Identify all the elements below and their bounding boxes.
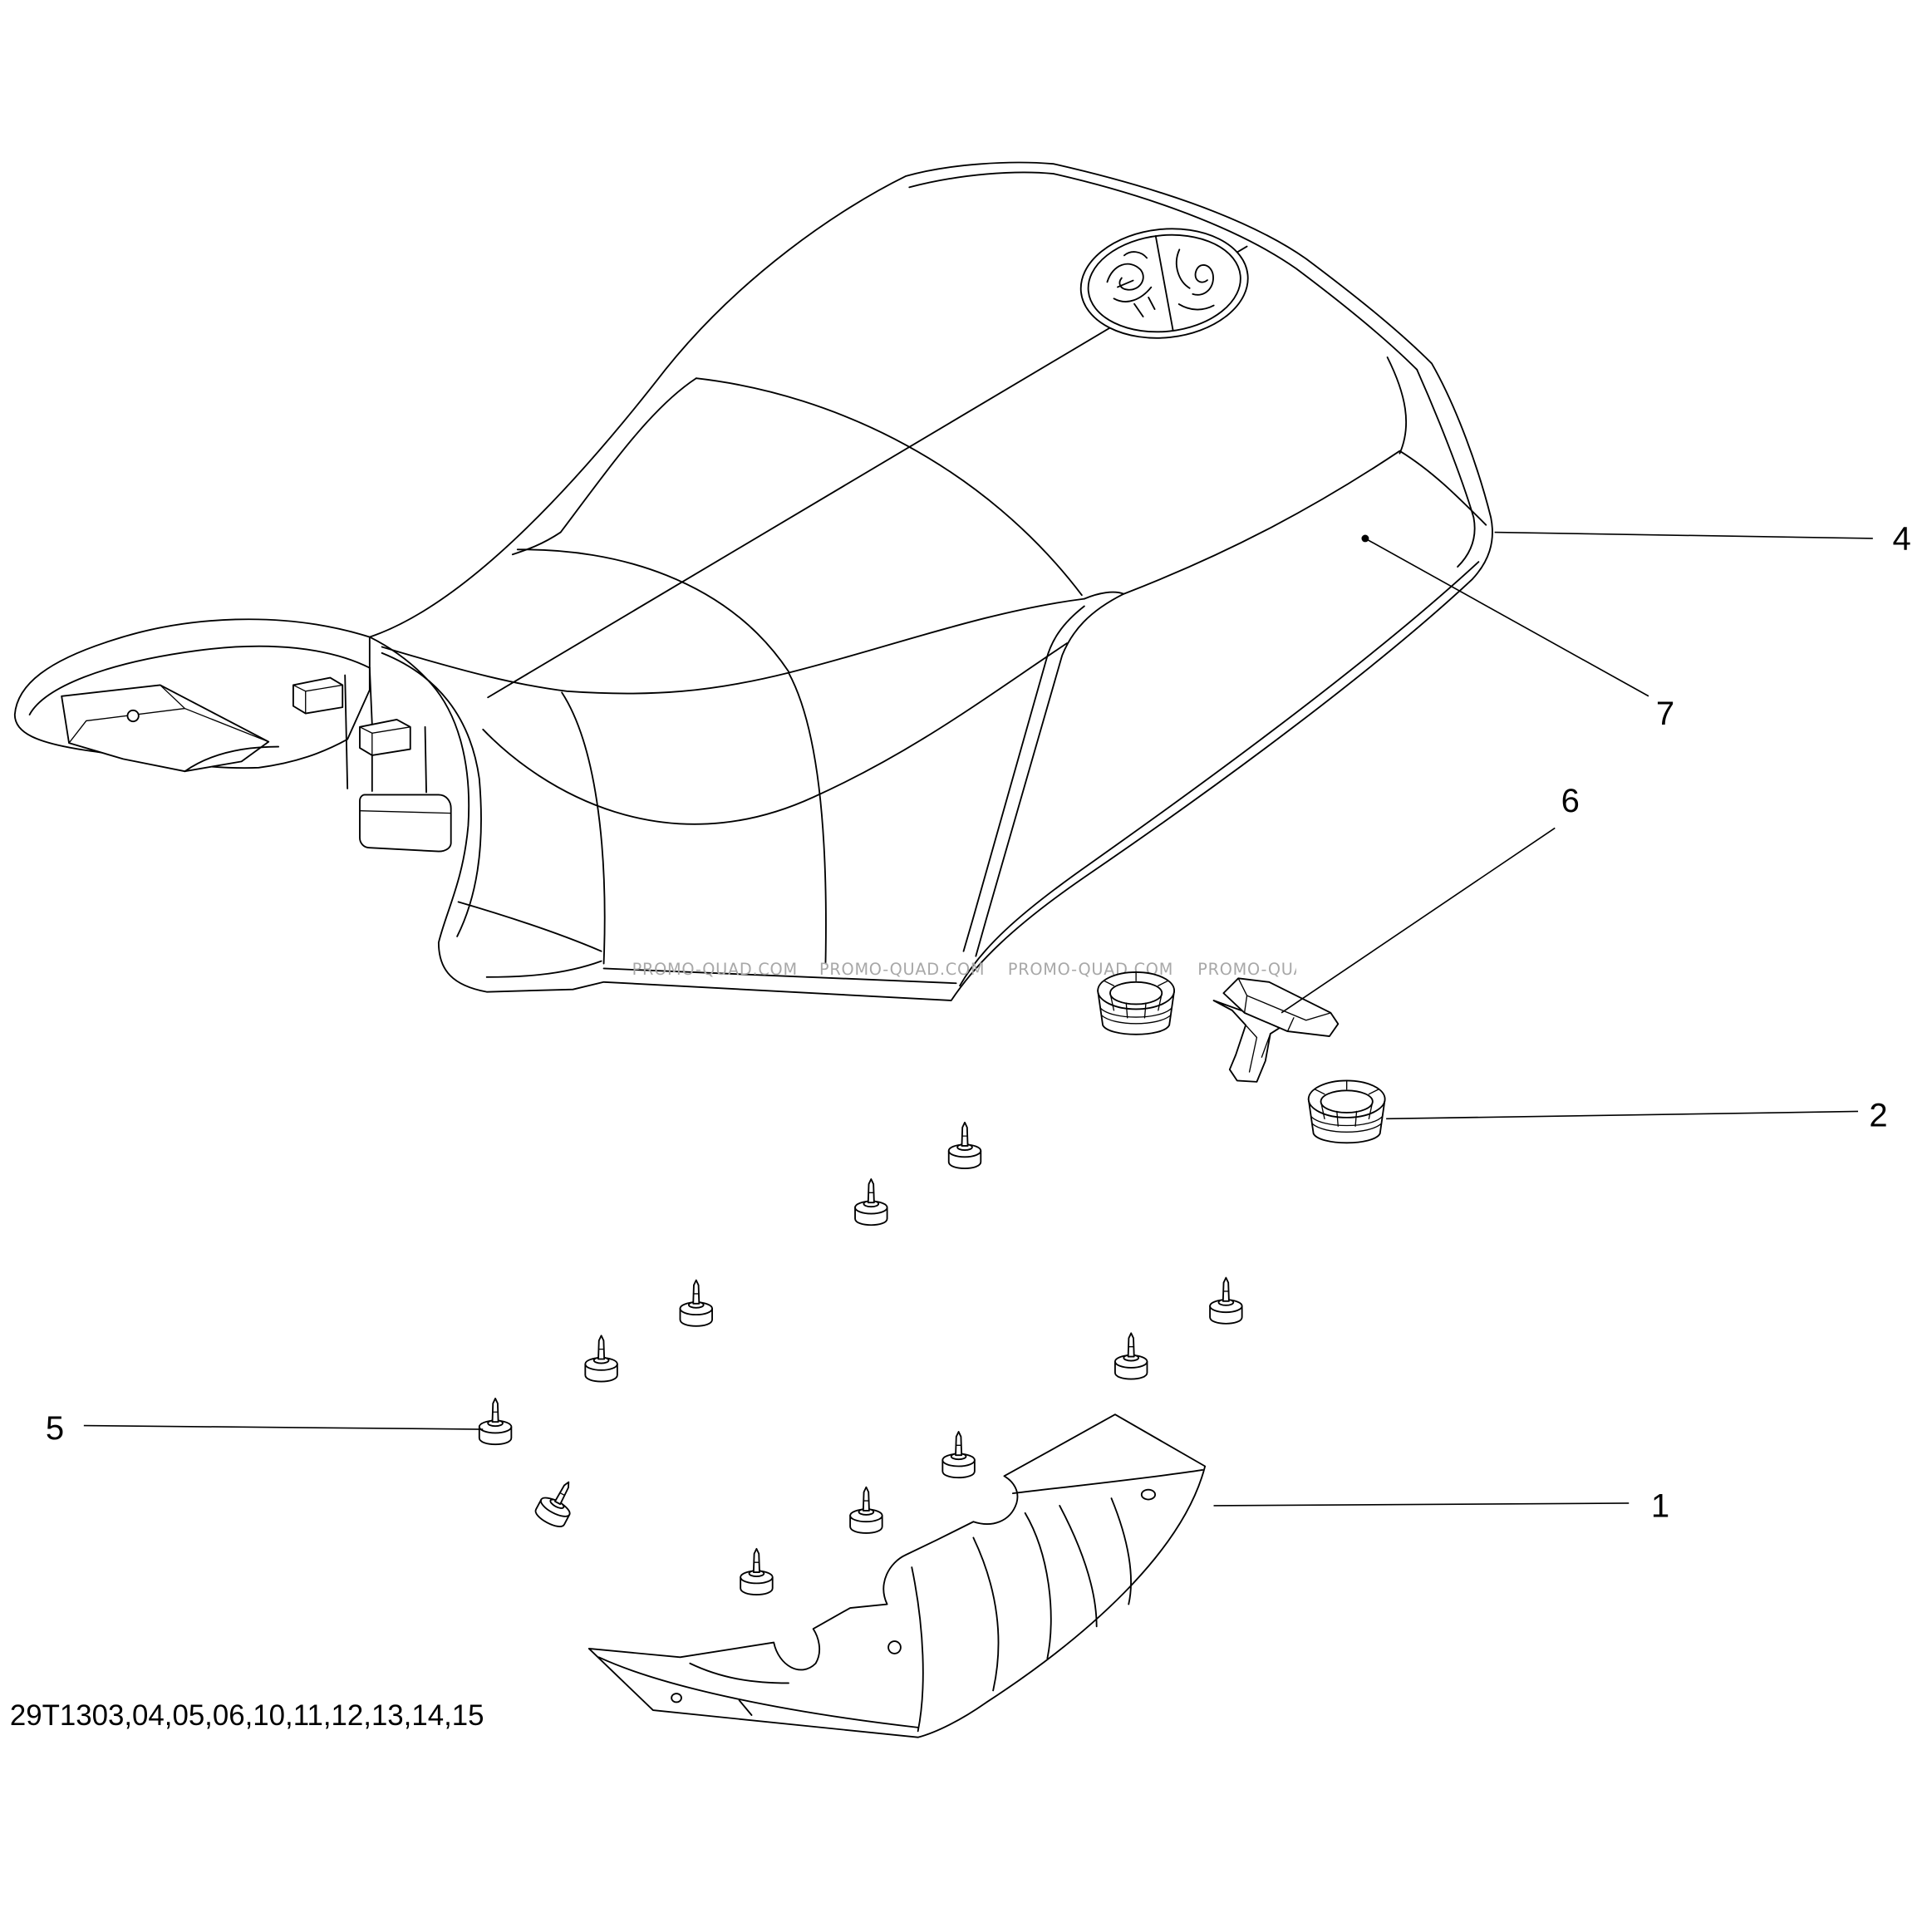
watermark: PROMO-QUAD.COM PROMO-QUAD.COM PROMO-QUAD… [632, 960, 1363, 979]
seat-tab [359, 719, 411, 756]
cover-hole [887, 1640, 902, 1654]
seat-top-seam [695, 377, 1083, 597]
watermark-text: PROMO-QUAD.COM [1197, 960, 1363, 979]
watermark-text: PROMO-QUAD.COM [632, 960, 798, 979]
seat-emblem-logo [1079, 228, 1249, 339]
leader-line-4 [1494, 531, 1873, 539]
leader-line-6 [1281, 827, 1556, 1014]
callout-1: 1 [1651, 1487, 1669, 1524]
seat-waist-seam [381, 597, 1085, 695]
leader-line-1 [1213, 1502, 1630, 1507]
seat-clip-part-6 [1212, 977, 1340, 1083]
callout-4: 4 [1893, 520, 1911, 557]
seat-under-cover-part-1 [587, 1413, 1207, 1738]
part-7-marker-dot [1361, 534, 1369, 543]
seat-latch-block [359, 794, 452, 853]
leader-lines [83, 531, 1873, 1507]
callout-7: 7 [1656, 696, 1674, 732]
tray-hole [126, 709, 140, 723]
seat-tail-rim [28, 645, 371, 715]
part-number-list: 29T1303,04,05,06,10,11,12,13,14,15 [10, 1699, 484, 1732]
seat-outline [368, 161, 1493, 1001]
watermark-text: PROMO-QUAD.COM [819, 960, 985, 979]
seat-assembly [13, 161, 1493, 1001]
callout-2: 2 [1869, 1097, 1887, 1133]
grommet [1097, 971, 1176, 1035]
cover-hole [671, 1693, 682, 1703]
cover-hole [1140, 1488, 1157, 1501]
callout-labels: 4 7 6 2 5 1 [46, 520, 1911, 1524]
callout-6: 6 [1561, 783, 1580, 819]
leader-line-2 [1386, 1110, 1859, 1120]
leader-line-7 [1364, 538, 1649, 697]
seat-tab [292, 676, 344, 715]
seat-front-seam [482, 642, 1069, 825]
leader-line-5 [83, 1424, 484, 1430]
seat-tail-tray [61, 684, 270, 773]
callout-5: 5 [46, 1410, 64, 1447]
grommet-part-2 [1307, 1079, 1386, 1144]
